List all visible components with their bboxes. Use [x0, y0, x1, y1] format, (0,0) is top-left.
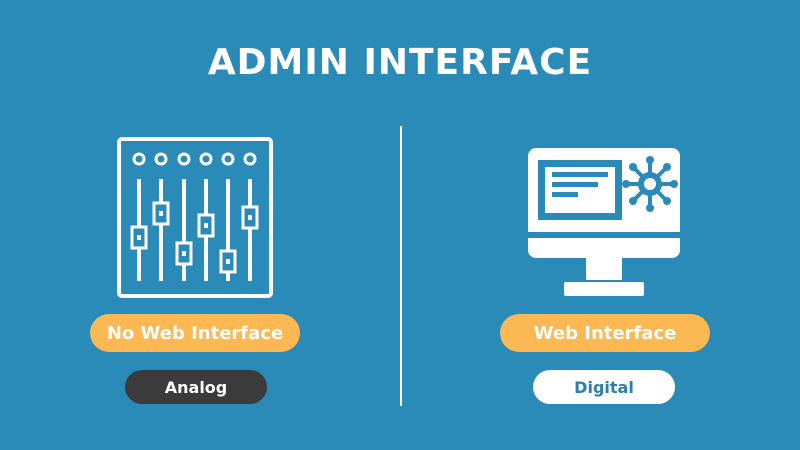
analog-tag: Analog [125, 370, 267, 404]
digital-tag: Digital [533, 370, 675, 404]
page-title: ADMIN INTERFACE [207, 42, 593, 83]
web-interface-label: Web Interface [500, 314, 710, 352]
mixer-sliders-icon [117, 137, 273, 298]
center-divider [400, 126, 402, 406]
no-web-interface-label: No Web Interface [90, 314, 300, 352]
monitor-settings-icon [528, 148, 680, 298]
